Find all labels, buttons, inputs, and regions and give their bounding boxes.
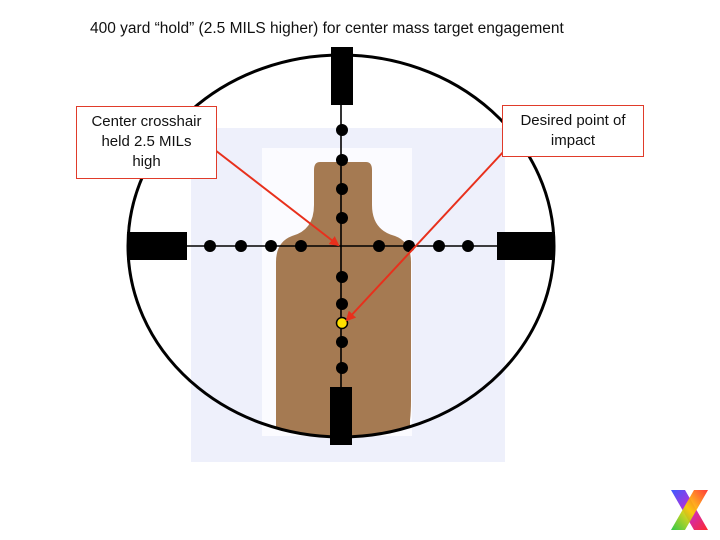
impact-callout: Desired point of impact [502,105,644,157]
callout-line: Center crosshair [91,113,202,130]
callout-line: Desired point of [520,112,626,129]
diagram-title: 400 yard “hold” (2.5 MILS higher) for ce… [90,20,564,37]
top-post [331,47,353,105]
impact-callout-arrow [345,149,506,322]
crosshair-callout: Center crosshair held 2.5 MILs high [76,106,217,179]
colorful-x-logo [671,490,708,530]
mil-dots [204,124,474,374]
callout-line: impact [550,132,596,149]
point-of-impact-dot [335,316,349,330]
bottom-post [330,387,352,445]
callout-line: held 2.5 MILs [101,133,192,150]
left-post [127,232,187,260]
right-post [497,232,555,260]
crosshair-callout-arrow [214,149,340,247]
callout-line: high [132,153,161,170]
